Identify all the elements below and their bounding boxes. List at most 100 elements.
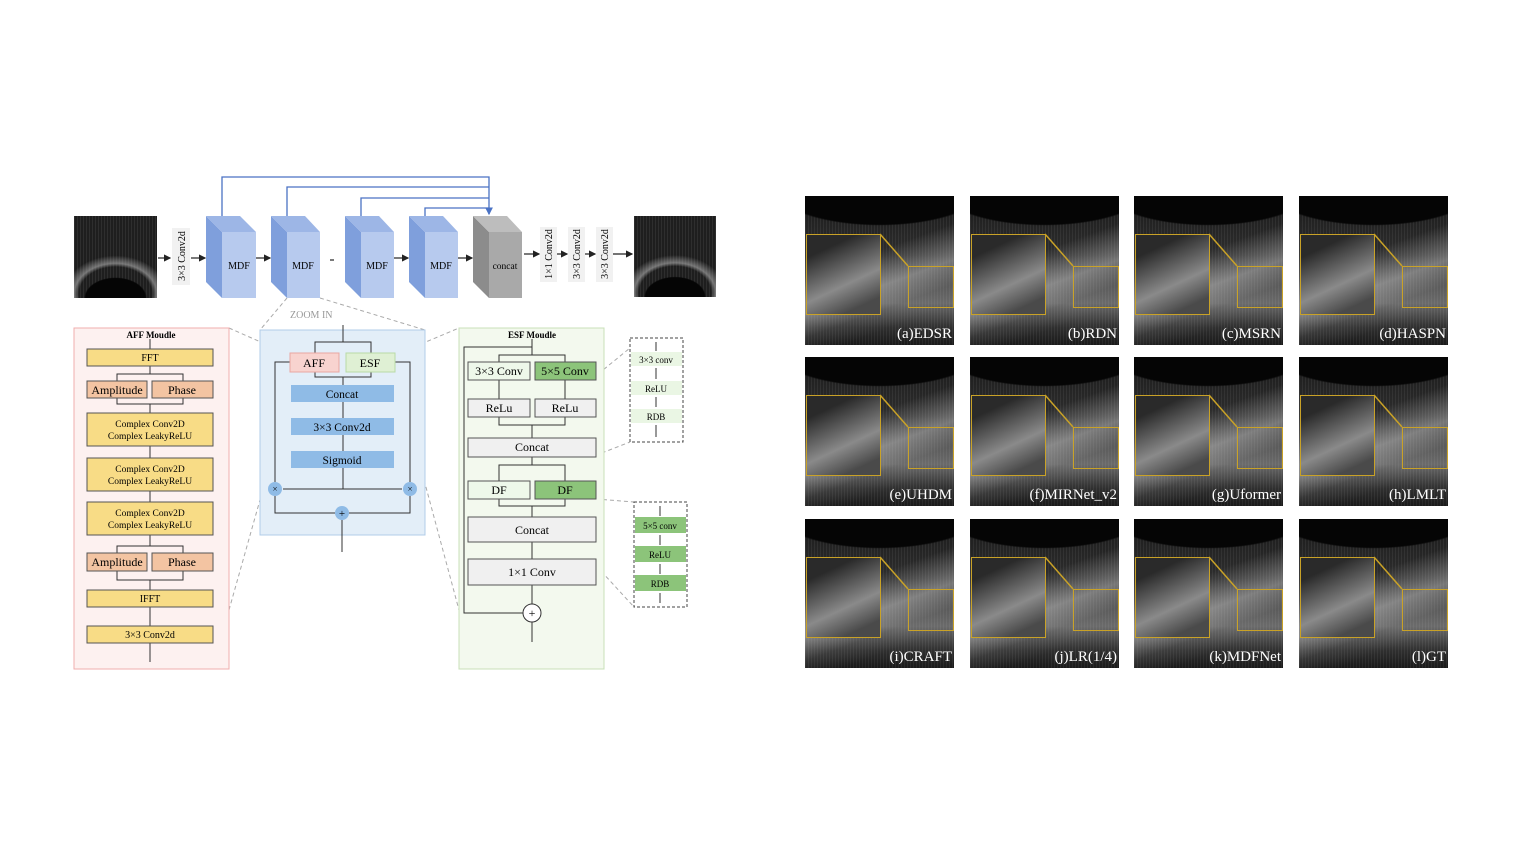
df-detail-3x3: 3×3 conv ReLU RDB — [629, 337, 684, 443]
zoom-connector — [1044, 233, 1074, 267]
svg-text:Concat: Concat — [326, 389, 359, 401]
zoom-region-box — [1402, 589, 1448, 631]
svg-text:MDF: MDF — [228, 261, 250, 272]
zoom-region-box — [1237, 266, 1283, 308]
svg-text:concat: concat — [493, 262, 518, 272]
svg-text:Concat: Concat — [515, 523, 550, 537]
svg-text:3×3 Conv2d: 3×3 Conv2d — [313, 422, 371, 434]
zoomed-inset — [806, 557, 881, 638]
result-image: (j)LR(1/4) — [970, 519, 1119, 668]
mdf-block-2: MDF — [271, 216, 320, 298]
result-image: (i)CRAFT — [805, 519, 954, 668]
esf-module: ESF Moudle 3×3 Conv 5×5 Conv ReLu ReLu C… — [458, 327, 605, 670]
zoomed-inset — [1300, 557, 1375, 638]
result-label: (j)LR(1/4) — [1054, 649, 1117, 665]
zoom-connector — [1373, 233, 1403, 267]
svg-text:×: × — [407, 484, 412, 494]
zoom-region-box — [1073, 266, 1119, 308]
svg-text:Concat: Concat — [515, 440, 550, 454]
zoomed-inset — [1135, 234, 1210, 315]
svg-text:Complex Conv2D: Complex Conv2D — [115, 420, 185, 430]
result-image: (l)GT — [1299, 519, 1448, 668]
svg-text:FFT: FFT — [141, 353, 158, 364]
result-image: (g)Uformer — [1134, 357, 1283, 506]
svg-text:1×1 Conv2d: 1×1 Conv2d — [544, 229, 555, 279]
svg-text:ReLU: ReLU — [645, 384, 667, 394]
svg-text:3×3 conv: 3×3 conv — [639, 355, 673, 365]
svg-text:+: + — [529, 606, 536, 620]
svg-text:AFF: AFF — [303, 356, 325, 370]
result-image: (h)LMLT — [1299, 357, 1448, 506]
svg-text:Complex LeakyReLU: Complex LeakyReLU — [108, 521, 192, 531]
result-label: (k)MDFNet — [1209, 649, 1281, 665]
svg-text:Amplitude: Amplitude — [91, 555, 142, 569]
aff-module: AFF Moudle FFT Amplitude Phase Complex C… — [73, 327, 230, 670]
concat-block: concat — [473, 216, 522, 298]
svg-text:MDF: MDF — [292, 261, 314, 272]
svg-text:DF: DF — [557, 483, 573, 497]
svg-text:MDF: MDF — [430, 261, 452, 272]
zoom-connector — [1044, 394, 1074, 428]
zoom-region-box — [908, 266, 954, 308]
result-label: (f)MIRNet_v2 — [1029, 487, 1117, 503]
result-label: (i)CRAFT — [889, 649, 952, 665]
zoom-connector — [1044, 556, 1074, 590]
svg-text:RDB: RDB — [651, 579, 670, 589]
zoom-region-box — [1073, 427, 1119, 469]
svg-text:ReLu: ReLu — [552, 401, 579, 415]
zoom-connector — [1373, 394, 1403, 428]
svg-text:Phase: Phase — [168, 555, 196, 569]
mdf-block-1: MDF — [206, 216, 256, 298]
output-oct-image — [634, 216, 716, 297]
mdf-detail: AFF ESF Concat 3×3 Conv2d Sigmoid × × + — [259, 325, 426, 552]
zoom-region-box — [908, 589, 954, 631]
result-label: (e)UHDM — [889, 487, 952, 503]
svg-text:MDF: MDF — [366, 261, 388, 272]
svg-text:3×3 Conv2d: 3×3 Conv2d — [572, 229, 583, 279]
result-image: (a)EDSR — [805, 196, 954, 345]
conv-in-label: 3×3 Conv2d — [177, 231, 188, 281]
result-label: (a)EDSR — [897, 326, 952, 342]
architecture-diagram: 3×3 Conv2d MDF MDF MDF MDF concat 1×1 Co… — [73, 176, 688, 670]
result-image: (b)RDN — [970, 196, 1119, 345]
svg-text:×: × — [272, 484, 277, 494]
df-detail-5x5: 5×5 conv ReLU RDB — [633, 501, 688, 608]
zoom-region-box — [1073, 589, 1119, 631]
svg-text:3×3 Conv2d: 3×3 Conv2d — [125, 630, 175, 641]
svg-text:+: + — [339, 508, 345, 520]
svg-text:ReLu: ReLu — [486, 401, 513, 415]
result-label: (c)MSRN — [1221, 326, 1281, 342]
zoomed-inset — [971, 395, 1046, 476]
zoom-region-box — [908, 427, 954, 469]
zoom-connector — [1208, 556, 1238, 590]
result-image: (f)MIRNet_v2 — [970, 357, 1119, 506]
add-icon — [522, 603, 542, 623]
zoomed-inset — [971, 557, 1046, 638]
zoomed-inset — [1135, 395, 1210, 476]
zoom-connector — [1208, 233, 1238, 267]
svg-text:ESF Moudle: ESF Moudle — [508, 330, 556, 340]
zoom-in-label: ZOOM IN — [290, 310, 333, 321]
zoomed-inset — [1300, 234, 1375, 315]
svg-text:IFFT: IFFT — [140, 594, 161, 605]
result-image: (k)MDFNet — [1134, 519, 1283, 668]
svg-text:RDB: RDB — [647, 412, 666, 422]
result-label: (l)GT — [1411, 649, 1446, 665]
zoom-connector — [879, 556, 909, 590]
result-image: (c)MSRN — [1134, 196, 1283, 345]
zoom-region-box — [1237, 589, 1283, 631]
multiply-icon — [268, 482, 282, 496]
multiply-icon — [403, 482, 417, 496]
svg-text:Phase: Phase — [168, 383, 196, 397]
zoom-region-box — [1237, 427, 1283, 469]
mdf-block-4: MDF — [409, 216, 458, 298]
conv-out-blocks: 1×1 Conv2d 3×3 Conv2d 3×3 Conv2d — [540, 227, 613, 282]
svg-text:5×5 conv: 5×5 conv — [643, 521, 677, 531]
svg-text:ReLU: ReLU — [649, 550, 671, 560]
svg-text:ESF: ESF — [360, 356, 381, 370]
svg-text:Complex Conv2D: Complex Conv2D — [115, 465, 185, 475]
result-label: (g)Uformer — [1211, 487, 1281, 503]
svg-text:AFF Moudle: AFF Moudle — [127, 330, 176, 340]
svg-text:Complex LeakyReLU: Complex LeakyReLU — [108, 432, 192, 442]
zoom-connector — [879, 233, 909, 267]
